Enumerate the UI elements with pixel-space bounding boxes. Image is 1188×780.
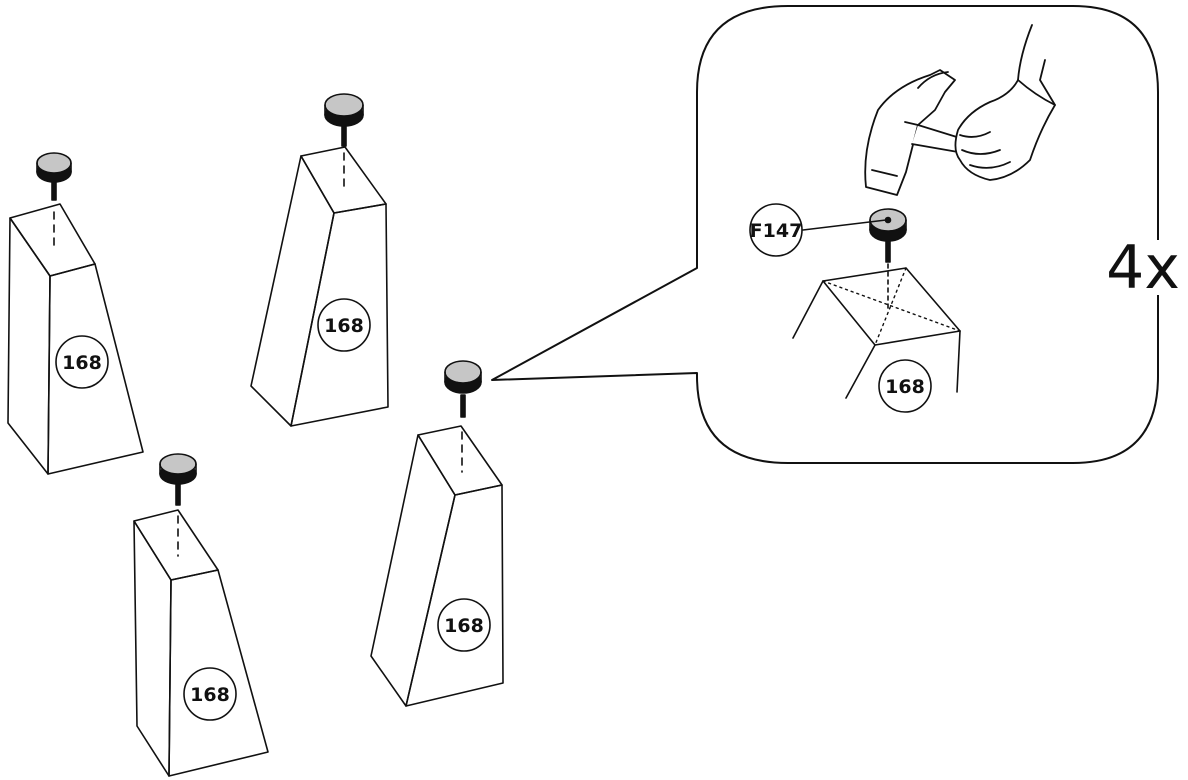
gloved-hand-icon (954, 24, 1056, 181)
part-label-168: 168 (190, 684, 230, 706)
nail-glide-icon (444, 360, 482, 418)
part-label-168: 168 (62, 352, 102, 374)
part-label-circle (437, 598, 491, 652)
part-label-circle (55, 335, 109, 389)
zoomed-leg-top: 168 (792, 247, 961, 413)
fastener-label-circle (749, 203, 803, 257)
fastener-label-F147: F147 (750, 220, 803, 242)
leg-4: 168 (370, 360, 504, 707)
leg-3: 168 (133, 453, 269, 777)
nail-glide-icon (36, 152, 72, 201)
part-label-circle (183, 667, 237, 721)
leg-2: 168 (250, 93, 389, 427)
callout-bubble (491, 5, 1159, 464)
nail-glide-icon (159, 453, 197, 506)
part-label-168: 168 (444, 615, 484, 637)
quantity-label: 4x (1106, 233, 1180, 303)
part-label-168: 168 (324, 315, 364, 337)
part-label-circle (317, 298, 371, 352)
leg-1: 168 (7, 152, 144, 475)
part-label-168: 168 (885, 376, 925, 398)
nail-glide-icon (324, 93, 364, 147)
nail-glide-icon (869, 208, 907, 263)
hammer-icon (864, 69, 961, 196)
part-label-circle (878, 359, 932, 413)
